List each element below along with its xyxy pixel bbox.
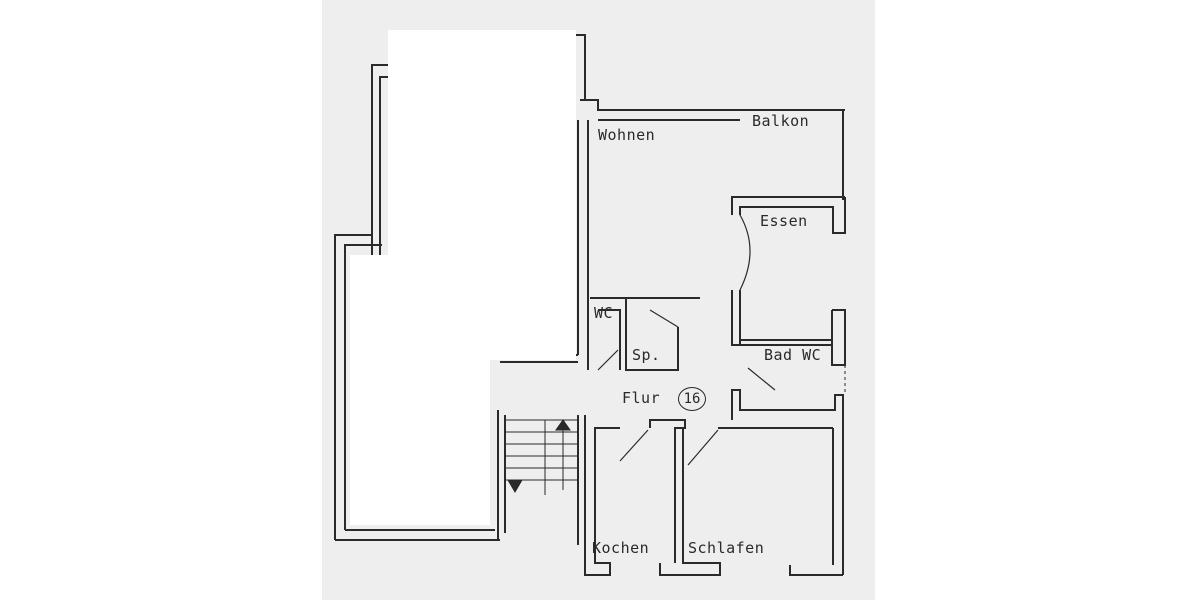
room-label-balkon: Balkon (752, 112, 810, 130)
room-label-wohnen: Wohnen (598, 126, 656, 144)
room-label-wc: WC (594, 304, 614, 322)
room-label-flur: Flur (622, 389, 661, 407)
room-label-schlafen: Schlafen (688, 539, 765, 557)
room-label-essen: Essen (760, 212, 808, 230)
redacted-area-lower (350, 255, 490, 525)
room-label-bad-wc: Bad WC (764, 346, 822, 364)
room-label-kochen: Kochen (592, 539, 650, 557)
room-label-sp: Sp. (632, 346, 661, 364)
unit-number-badge: 16 (678, 387, 706, 411)
